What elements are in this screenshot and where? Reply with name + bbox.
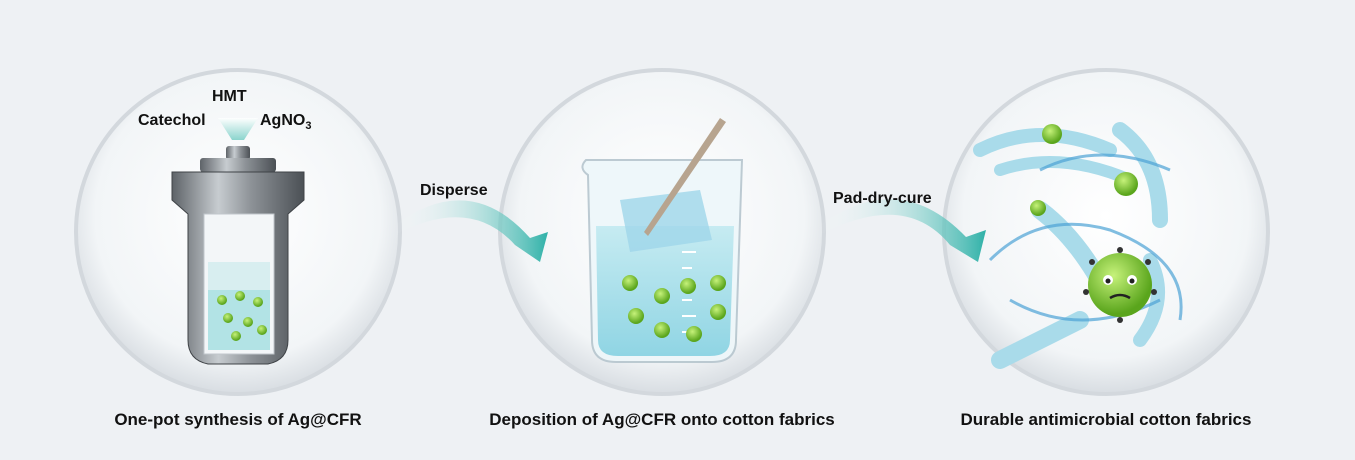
caption-panel-1: One-pot synthesis of Ag@CFR bbox=[114, 410, 362, 429]
reagent-agno3-subscript: 3 bbox=[305, 120, 312, 133]
beaker bbox=[581, 118, 744, 363]
reagent-catechol: Catechol bbox=[138, 112, 206, 129]
cotton-fibers bbox=[973, 122, 1168, 369]
arrow-label-disperse: Disperse bbox=[420, 182, 488, 199]
microbe-character bbox=[1083, 247, 1157, 323]
arrow-pad-dry-cure bbox=[820, 199, 986, 262]
reagent-hmt: HMT bbox=[212, 88, 247, 105]
reagent-agno3: AgNO3 bbox=[260, 112, 311, 132]
caption-panel-3: Durable antimicrobial cotton fabrics bbox=[960, 410, 1252, 429]
arrow-label-pad-dry-cure: Pad-dry-cure bbox=[833, 190, 932, 207]
dispersed-particles bbox=[622, 275, 726, 342]
caption-panel-2: Deposition of Ag@CFR onto cotton fabrics bbox=[489, 410, 835, 429]
reagent-agno3-main: AgNO bbox=[260, 112, 306, 129]
synthesis-particles bbox=[217, 291, 267, 341]
arrow-disperse bbox=[395, 200, 548, 262]
antimicrobial-particles bbox=[1030, 124, 1138, 216]
panel-3-circle bbox=[942, 68, 1270, 396]
